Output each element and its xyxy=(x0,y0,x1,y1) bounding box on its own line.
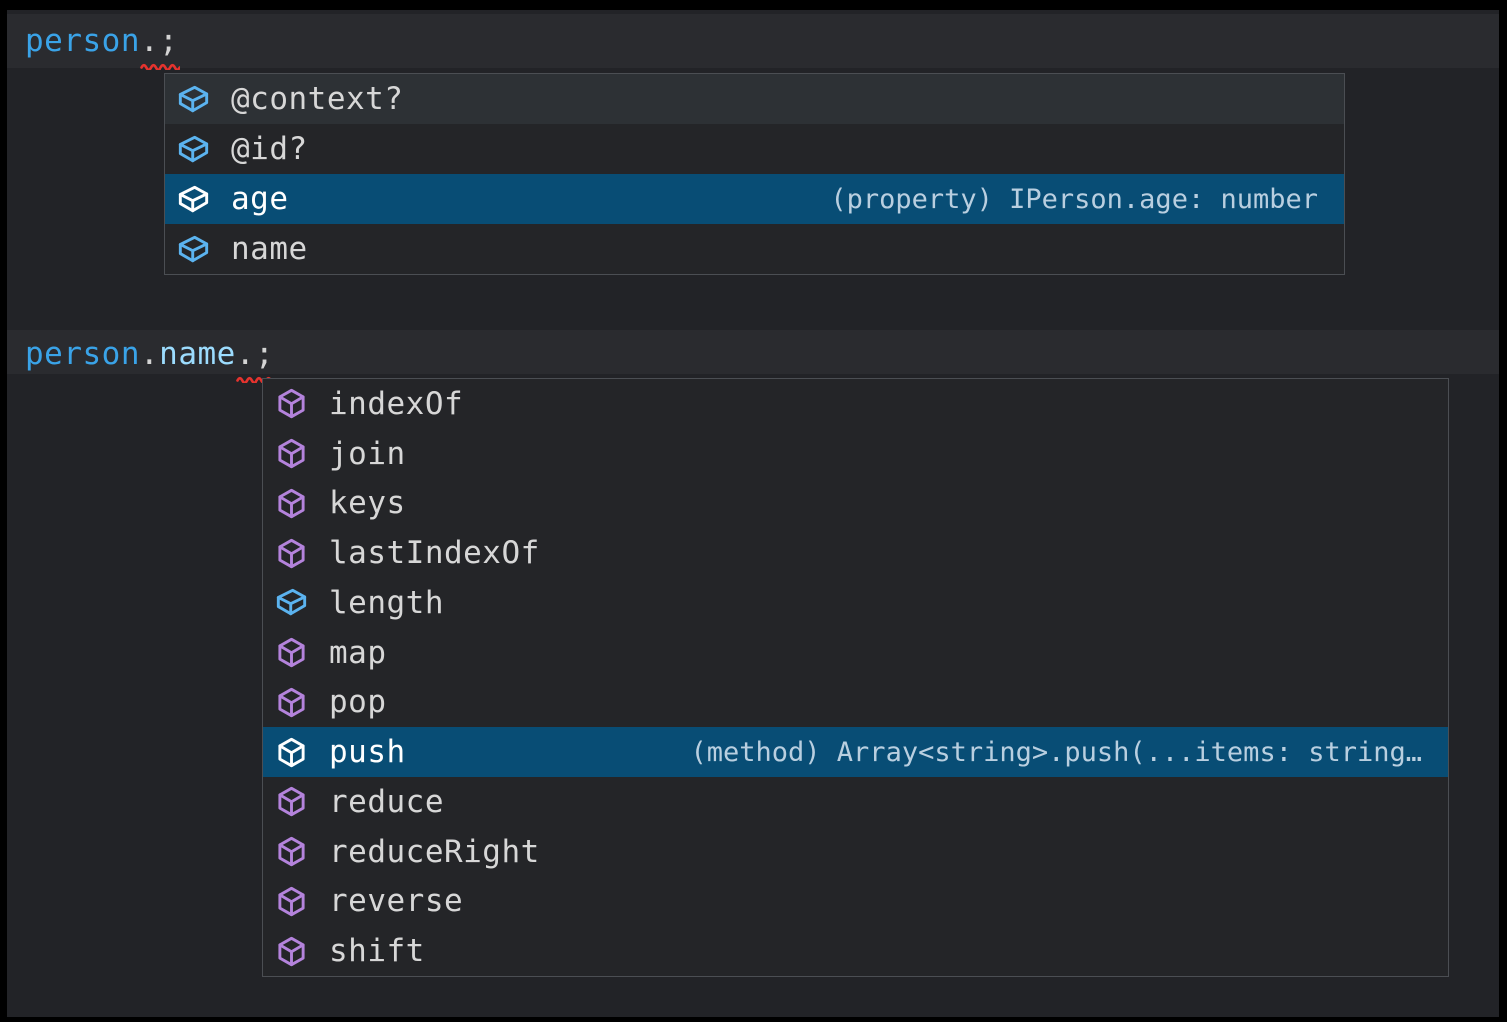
error-squiggle xyxy=(159,63,181,70)
suggestion-label: pop xyxy=(329,684,387,721)
symbol-method-icon xyxy=(276,886,307,917)
symbol-field-icon xyxy=(276,589,307,616)
code-token: . xyxy=(236,334,257,383)
symbol-field-icon xyxy=(178,134,209,165)
suggestion-label: reduce xyxy=(329,783,444,820)
symbol-method-icon xyxy=(276,388,307,419)
symbol-method-icon xyxy=(276,786,307,817)
symbol-method-icon xyxy=(276,936,307,967)
symbol-method-icon xyxy=(278,637,305,668)
suggestion-label: shift xyxy=(329,933,425,970)
suggestion-item[interactable]: map xyxy=(263,628,1448,678)
suggestion-item[interactable]: reduce xyxy=(263,777,1448,827)
symbol-method-icon xyxy=(276,538,307,569)
symbol-method-icon xyxy=(278,737,305,767)
suggestion-label: age xyxy=(231,181,289,217)
suggestion-label: @context? xyxy=(231,81,404,117)
suggestion-label: join xyxy=(329,435,406,472)
suggestion-item[interactable]: join xyxy=(263,429,1448,479)
symbol-field-icon xyxy=(276,587,307,618)
symbol-field-icon xyxy=(178,85,209,112)
code-token: . xyxy=(139,336,160,372)
suggestion-item[interactable]: lastIndexOf xyxy=(263,528,1448,578)
suggestion-label: reduceRight xyxy=(329,833,540,870)
code-token: person xyxy=(25,23,140,59)
error-squiggle xyxy=(140,63,161,70)
symbol-method-icon xyxy=(276,438,307,469)
symbol-field-icon xyxy=(178,234,209,265)
code-token: person xyxy=(25,336,140,372)
symbol-method-icon xyxy=(276,687,307,718)
autocomplete-popup-person: @context? @id? age (property) IPerson.ag… xyxy=(164,73,1345,275)
suggestion-item[interactable]: @id? xyxy=(165,124,1344,174)
symbol-method-icon xyxy=(278,886,305,917)
symbol-field-icon xyxy=(178,235,209,262)
suggestion-detail: (property) IPerson.age: number xyxy=(830,183,1318,215)
suggestion-label: indexOf xyxy=(329,385,464,422)
symbol-method-icon xyxy=(276,637,307,668)
symbol-field-icon xyxy=(178,135,209,162)
suggestion-item[interactable]: shift xyxy=(263,926,1448,976)
error-squiggle xyxy=(236,376,257,383)
current-line-highlight xyxy=(7,330,1499,374)
code-line-1[interactable]: person.; xyxy=(25,21,181,70)
editor: person.; person.name.; @context? @id? ag… xyxy=(7,10,1499,1017)
suggestion-item[interactable]: reduceRight xyxy=(263,827,1448,877)
current-line-highlight xyxy=(7,14,1499,68)
symbol-method-icon xyxy=(276,737,307,768)
suggestion-item[interactable]: name xyxy=(165,224,1344,274)
code-token: ; xyxy=(159,21,181,70)
suggestion-label: map xyxy=(329,634,387,671)
suggestion-label: name xyxy=(231,231,308,267)
symbol-method-icon xyxy=(278,389,305,419)
symbol-method-icon xyxy=(278,687,305,718)
suggestion-item[interactable]: pop xyxy=(263,678,1448,728)
suggestion-label: reverse xyxy=(329,883,464,920)
symbol-method-icon xyxy=(278,936,305,966)
suggestion-detail: (method) Array<string>.push(...items: st… xyxy=(690,736,1423,768)
symbol-method-icon xyxy=(276,836,307,867)
suggestion-item[interactable]: length xyxy=(263,578,1448,628)
code-line-2[interactable]: person.name.; xyxy=(25,334,276,383)
suggestion-label: push xyxy=(329,734,406,771)
code-token: ; xyxy=(255,334,276,383)
symbol-field-icon xyxy=(178,185,209,212)
suggestion-item[interactable]: keys xyxy=(263,479,1448,529)
symbol-method-icon xyxy=(278,438,305,469)
symbol-method-icon xyxy=(278,787,305,817)
symbol-method-icon xyxy=(276,488,307,519)
symbol-method-icon xyxy=(278,538,305,568)
symbol-method-icon xyxy=(278,488,305,519)
symbol-field-icon xyxy=(178,84,209,115)
code-token: name xyxy=(159,336,236,372)
suggestion-item[interactable]: push (method) Array<string>.push(...item… xyxy=(263,727,1448,777)
suggestion-item[interactable]: @context? xyxy=(165,74,1344,124)
autocomplete-popup-person-name: indexOf join keys lastIndexOf length map… xyxy=(262,378,1449,977)
symbol-method-icon xyxy=(278,836,305,867)
symbol-field-icon xyxy=(178,184,209,215)
suggestion-label: lastIndexOf xyxy=(329,535,540,572)
suggestion-label: @id? xyxy=(231,131,308,167)
suggestion-label: length xyxy=(329,584,444,621)
suggestion-item[interactable]: reverse xyxy=(263,877,1448,927)
code-token: . xyxy=(140,21,161,70)
suggestion-item[interactable]: age (property) IPerson.age: number xyxy=(165,174,1344,224)
suggestion-item[interactable]: indexOf xyxy=(263,379,1448,429)
suggestion-label: keys xyxy=(329,485,406,522)
